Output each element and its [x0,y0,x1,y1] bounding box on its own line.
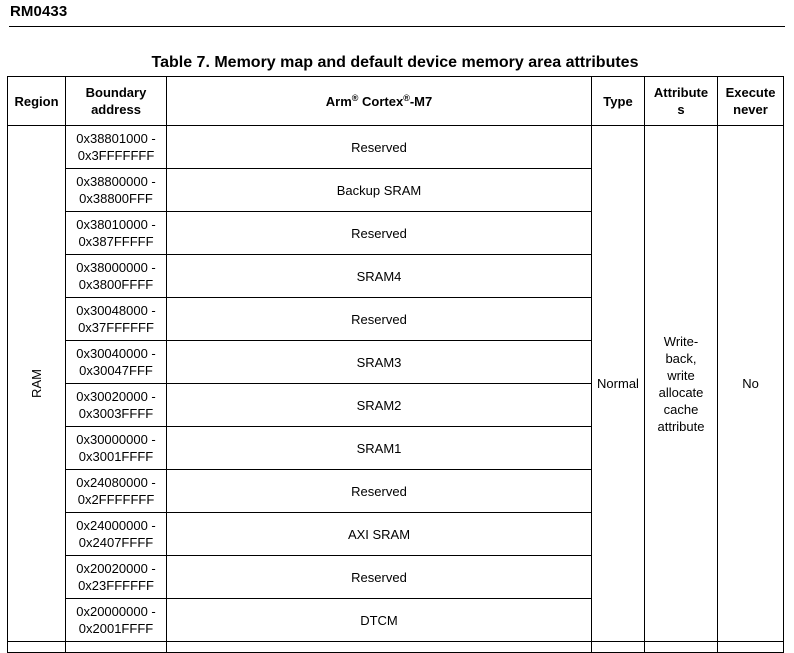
memory-area-cell: Reserved [166,297,592,341]
memory-area-cell: SRAM2 [166,383,592,427]
column-header-type: Type [591,76,645,126]
table-row: 0x20000000 -0x2001FFFF DTCM [8,598,784,642]
boundary-address-cell: 0x30040000 -0x30047FFF [65,340,167,384]
boundary-address-cell: 0x24080000 -0x2FFFFFFF [65,469,167,513]
boundary-address-cell: 0x38010000 -0x387FFFFF [65,211,167,255]
memory-area-cell: Reserved [166,125,592,169]
table-row: 0x30040000 -0x30047FFF SRAM3 [8,340,784,384]
memory-area-cell: SRAM3 [166,340,592,384]
table-row: 0x24000000 -0x2407FFFF AXI SRAM [8,512,784,556]
boundary-address-cell: 0x20000000 -0x2001FFFF [65,598,167,642]
table-title: Table 7. Memory map and default device m… [151,54,639,71]
region-cell: RAM [7,125,66,642]
memory-area-cell: Reserved [166,469,592,513]
continued-cell [717,641,784,653]
boundary-address-cell: 0x30020000 -0x3003FFFF [65,383,167,427]
boundary-address-cell: 0x30000000 -0x3001FFFF [65,426,167,470]
document-header: RM0433 [10,3,68,20]
column-header-arm-cortex-m7: Arm® Cortex®-M7 [166,76,592,126]
column-header-region: Region [7,76,66,126]
continued-cell [7,641,66,653]
table-row: RAM 0x38801000 -0x3FFFFFFF Reserved Norm… [7,125,784,642]
boundary-address-cell: 0x30048000 -0x37FFFFFF [65,297,167,341]
memory-area-cell: Reserved [166,555,592,599]
memory-area-cell: SRAM4 [166,254,592,298]
memory-area-cell: Backup SRAM [166,168,592,212]
boundary-address-cell: 0x20020000 -0x23FFFFFF [65,555,167,599]
memory-area-cell: SRAM1 [166,426,592,470]
memory-area-cell: DTCM [166,598,592,642]
continued-cell [65,641,167,653]
boundary-address-cell: 0x38800000 -0x38800FFF [65,168,167,212]
table-row: 0x38010000 -0x387FFFFF Reserved [8,211,784,255]
attributes-cell: Write- back, write allocate cache attrib… [644,125,718,642]
boundary-address-cell: 0x38000000 -0x3800FFFF [65,254,167,298]
table-row: 0x38000000 -0x3800FFFF SRAM4 [8,254,784,298]
boundary-address-cell: 0x24000000 -0x2407FFFF [65,512,167,556]
continued-cell [166,641,592,653]
type-cell: Normal [591,125,645,642]
table-row-continued [7,641,784,653]
memory-area-cell: AXI SRAM [166,512,592,556]
execute-never-cell: No [717,125,784,642]
memory-area-cell: Reserved [166,211,592,255]
boundary-address-cell: 0x38801000 -0x3FFFFFFF [65,125,167,169]
continued-cell [644,641,718,653]
table-row: 0x30000000 -0x3001FFFF SRAM1 [8,426,784,470]
table-row: 0x24080000 -0x2FFFFFFF Reserved [8,469,784,513]
continued-cell [591,641,645,653]
header-rule [9,26,785,27]
table-row: 0x38800000 -0x38800FFF Backup SRAM [8,168,784,212]
